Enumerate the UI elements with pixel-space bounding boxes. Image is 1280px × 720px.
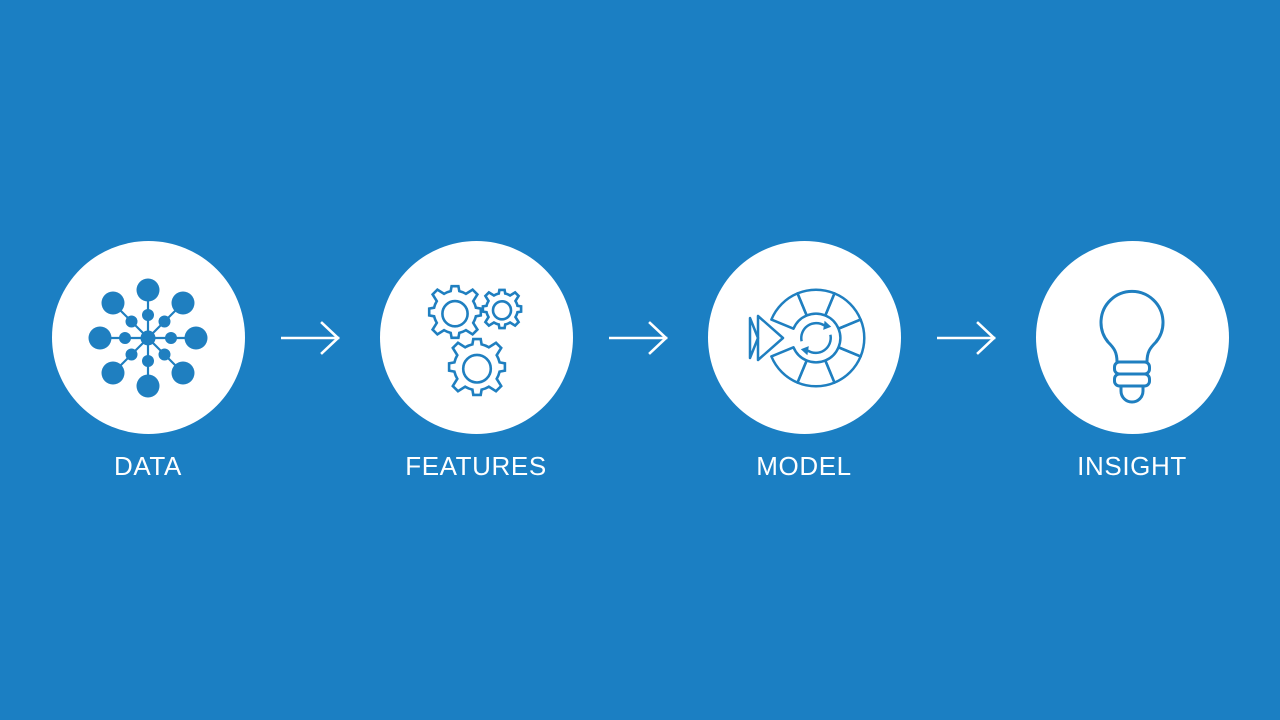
gears-icon [427, 284, 523, 396]
stage-disc-features[interactable] [379, 241, 573, 434]
stage-disc-data[interactable] [51, 241, 245, 434]
pipeline-stage-features[interactable]: FEATURES [379, 241, 573, 479]
connector-data-to-features [245, 241, 379, 434]
lightbulb-icon [1099, 289, 1165, 403]
arrow-right-icon [937, 320, 996, 355]
segmented-wheel-refresh-icon [748, 288, 866, 387]
stage-disc-model[interactable] [707, 241, 901, 434]
connector-model-to-insight [901, 241, 1035, 434]
arrow-right-icon [609, 320, 668, 355]
pipeline-stage-data[interactable]: DATA [51, 241, 245, 479]
pipeline-stage-model[interactable]: MODEL [707, 241, 901, 479]
stage-label-model: MODEL [756, 451, 852, 481]
pipeline-stage-insight[interactable]: INSIGHT [1035, 241, 1229, 479]
stage-label-data: DATA [114, 451, 182, 481]
network-nodes-icon [88, 278, 208, 397]
stage-disc-insight[interactable] [1035, 241, 1229, 434]
arrow-right-icon [281, 320, 340, 355]
stage-label-insight: INSIGHT [1077, 451, 1187, 481]
connector-features-to-model [573, 241, 707, 434]
stage-label-features: FEATURES [405, 451, 547, 481]
